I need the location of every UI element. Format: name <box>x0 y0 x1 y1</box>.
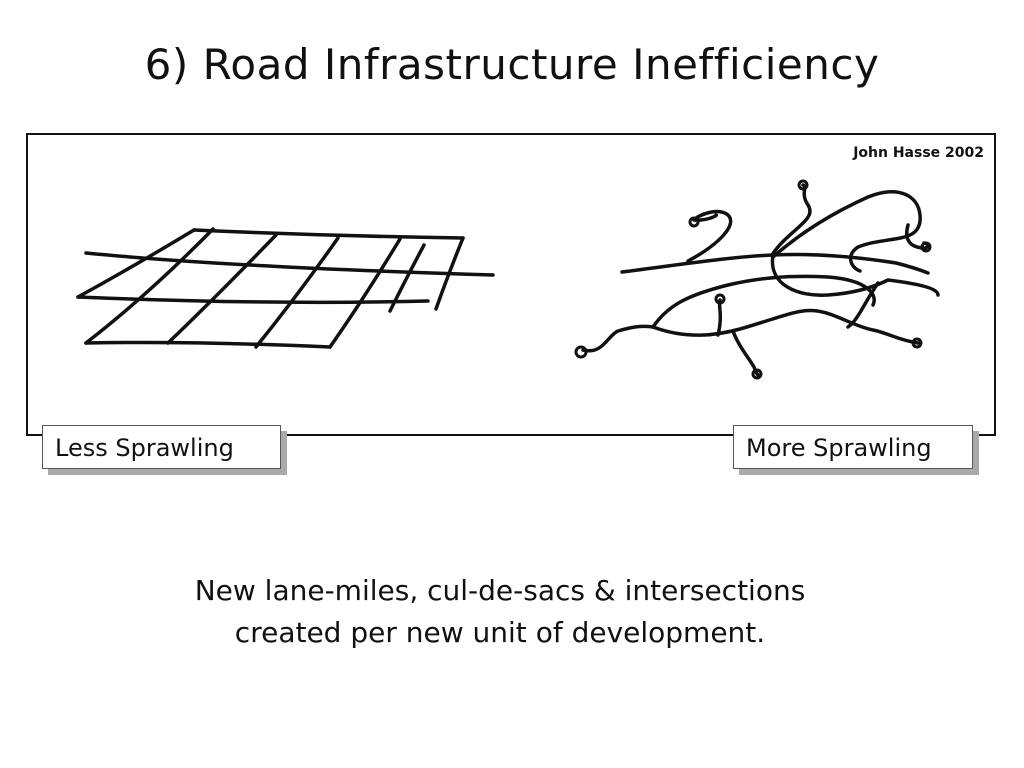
curvy-road <box>620 252 930 275</box>
grid-road <box>328 237 402 349</box>
curvy-road <box>581 324 655 353</box>
grid-road <box>84 227 215 345</box>
author-credit: John Hasse 2002 <box>853 145 984 161</box>
curvy-road <box>686 209 733 263</box>
less-sprawling-label: Less Sprawling <box>42 425 281 469</box>
curvy-road <box>716 298 723 337</box>
cul-de-sac-bulb <box>920 241 932 253</box>
curvy-road <box>651 274 876 329</box>
grid-road <box>192 228 465 240</box>
diagram-frame: John Hasse 2002 <box>26 133 996 436</box>
caption: New lane-miles, cul-de-sacs & intersecti… <box>0 570 1000 654</box>
curvy-road <box>771 190 922 273</box>
grid-road <box>166 233 278 345</box>
curvy-road <box>846 281 880 329</box>
grid-road-network <box>76 227 495 349</box>
grid-road <box>84 251 495 277</box>
cul-de-sac-bulbs <box>574 179 932 380</box>
grid-road <box>84 340 332 349</box>
curvy-road <box>731 329 760 377</box>
grid-road <box>388 243 426 313</box>
caption-line-2: created per new unit of development. <box>234 616 766 649</box>
cul-de-sac-bulb <box>911 337 923 349</box>
grid-road <box>76 228 196 299</box>
caption-line-1: New lane-miles, cul-de-sacs & intersecti… <box>194 574 806 607</box>
cul-de-sac-bulb <box>688 216 700 228</box>
curvy-road <box>651 308 920 345</box>
cul-de-sac-bulb <box>797 179 809 191</box>
slide-title: 6) Road Infrastructure Inefficiency <box>144 40 880 89</box>
grid-road <box>76 295 430 305</box>
grid-road <box>434 236 465 311</box>
curvilinear-cul-de-sac-network <box>581 183 940 377</box>
cul-de-sac-bulb <box>714 293 726 305</box>
curvy-road <box>770 253 940 297</box>
curvy-road <box>770 183 812 257</box>
cul-de-sac-bulb <box>574 345 588 359</box>
cul-de-sac-bulb <box>751 368 763 380</box>
road-diagrams <box>76 179 940 380</box>
more-sprawling-label: More Sprawling <box>733 425 973 469</box>
grid-road <box>254 236 340 349</box>
